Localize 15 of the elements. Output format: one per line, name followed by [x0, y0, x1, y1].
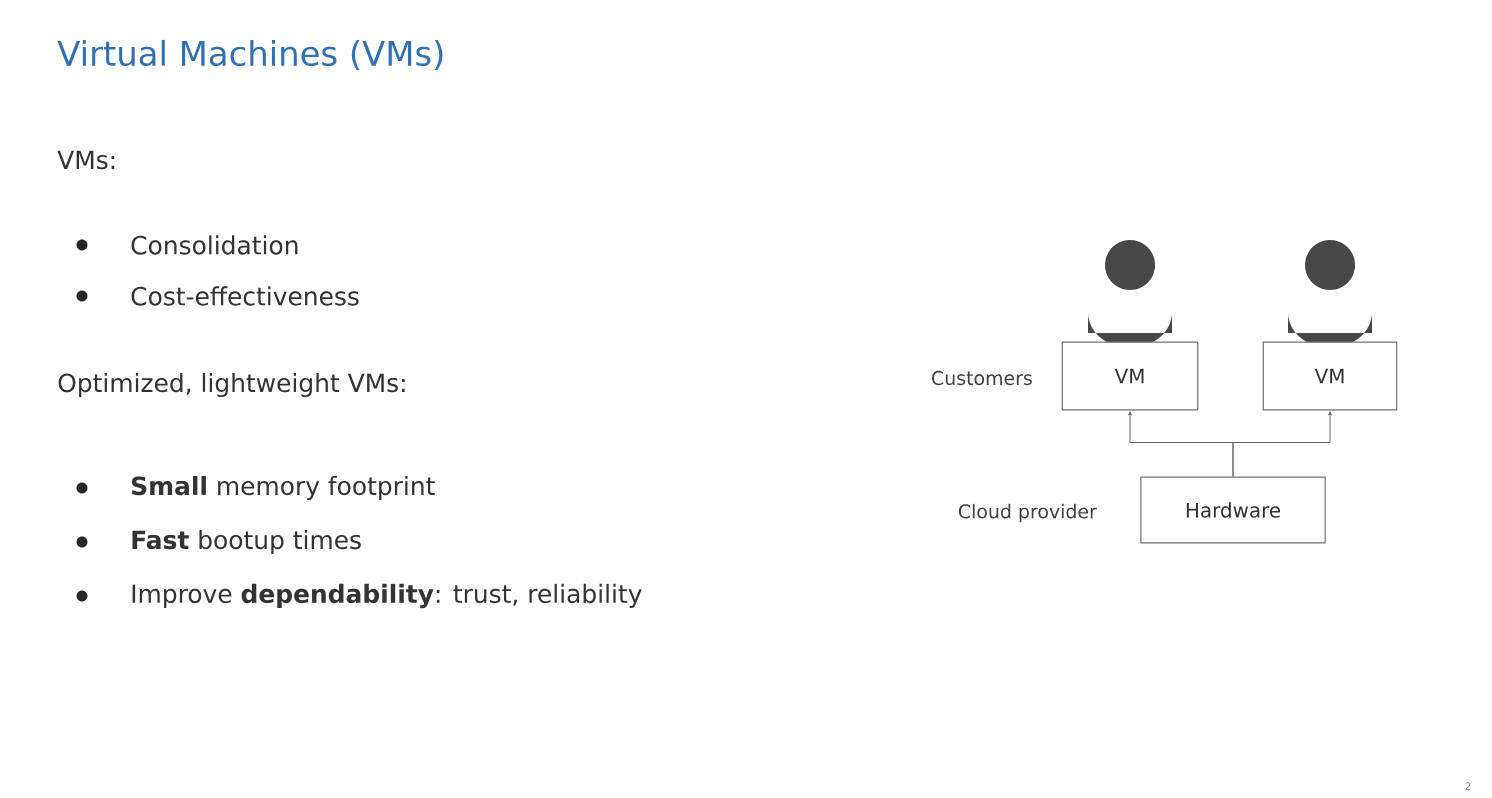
bullet-text: Improve dependability: trust, reliability — [132, 583, 642, 609]
row-label: Cloud provider — [958, 503, 1097, 523]
arrow — [1232, 411, 1332, 478]
box: VM — [1262, 341, 1398, 411]
row-label: Customers — [932, 370, 1032, 386]
bullet-text: Fast bootup times — [132, 529, 361, 555]
bullet-text: Cost-effectiveness — [131, 286, 359, 306]
box: Hardware — [1140, 476, 1326, 544]
slide-title: Virtual Machines (VMs) — [57, 39, 443, 71]
page-number: 2 — [1465, 782, 1471, 790]
body-text: Optimized, lightweight VMs: — [58, 372, 405, 398]
box: VM — [1061, 341, 1199, 411]
bullet-text: Consolidation — [131, 235, 298, 255]
bullet-text: Small memory footprint — [132, 475, 435, 501]
body-text: VMs: — [57, 150, 115, 170]
